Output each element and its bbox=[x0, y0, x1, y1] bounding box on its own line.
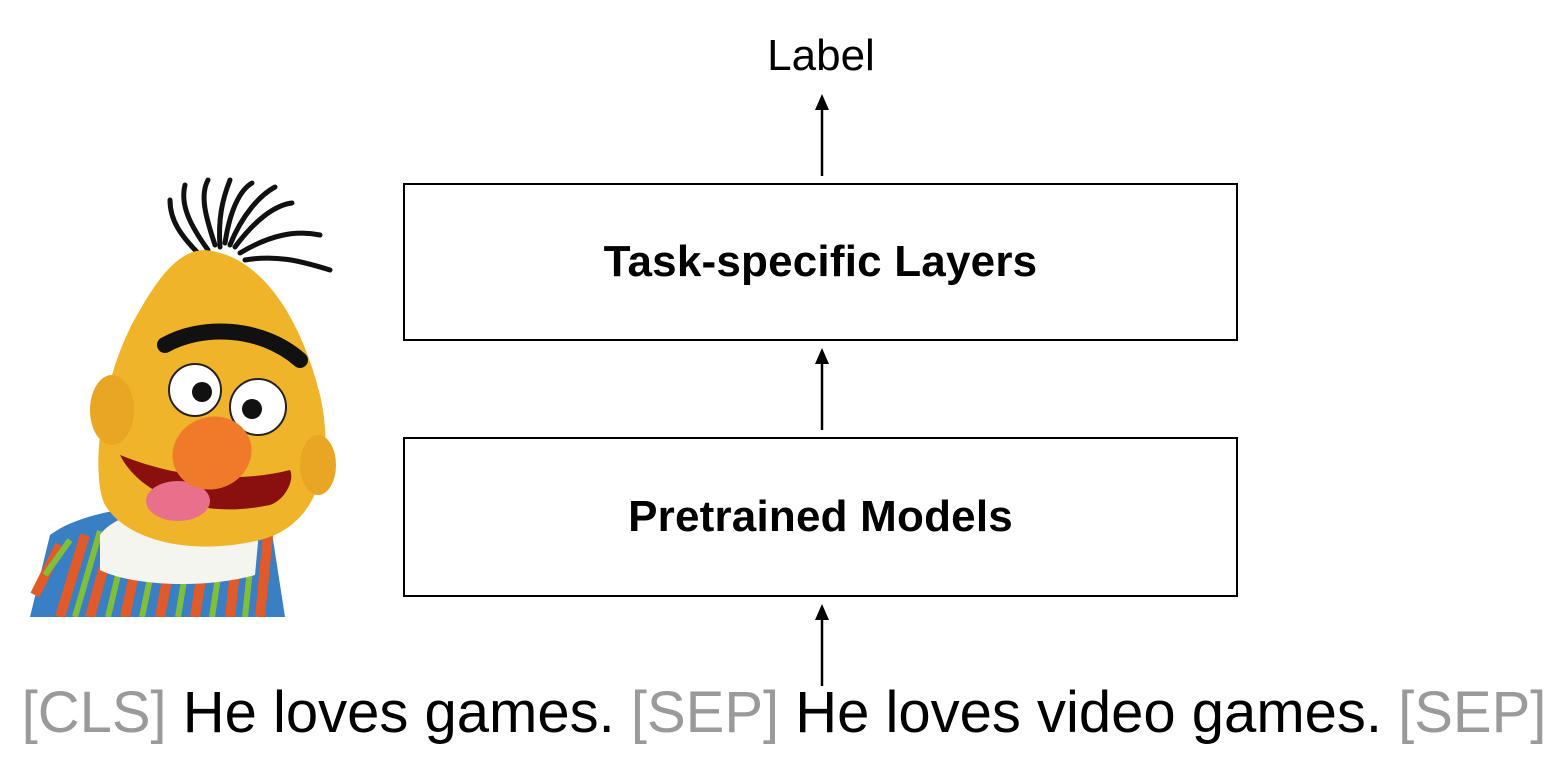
pretrained-models-label: Pretrained Models bbox=[628, 492, 1013, 541]
sentence-a: He loves games. bbox=[166, 680, 631, 745]
sep-token: [SEP] bbox=[630, 680, 780, 745]
task-specific-layers-box: Task-specific Layers bbox=[403, 183, 1238, 341]
cls-token: [CLS] bbox=[21, 680, 167, 745]
arrow-to-label bbox=[810, 94, 834, 176]
output-label: Label bbox=[767, 31, 875, 80]
arrow-to-task-layers bbox=[810, 348, 834, 430]
input-sentence: [CLS] He loves games. [SEP] He loves vid… bbox=[22, 677, 1547, 749]
task-specific-layers-label: Task-specific Layers bbox=[603, 237, 1038, 286]
pretrained-models-box: Pretrained Models bbox=[403, 437, 1238, 597]
sep-token-final: [SEP] bbox=[1398, 680, 1547, 745]
bert-muppet-image bbox=[30, 175, 380, 619]
arrow-to-pretrained bbox=[810, 604, 834, 686]
sentence-b: He loves video games. bbox=[779, 680, 1399, 745]
